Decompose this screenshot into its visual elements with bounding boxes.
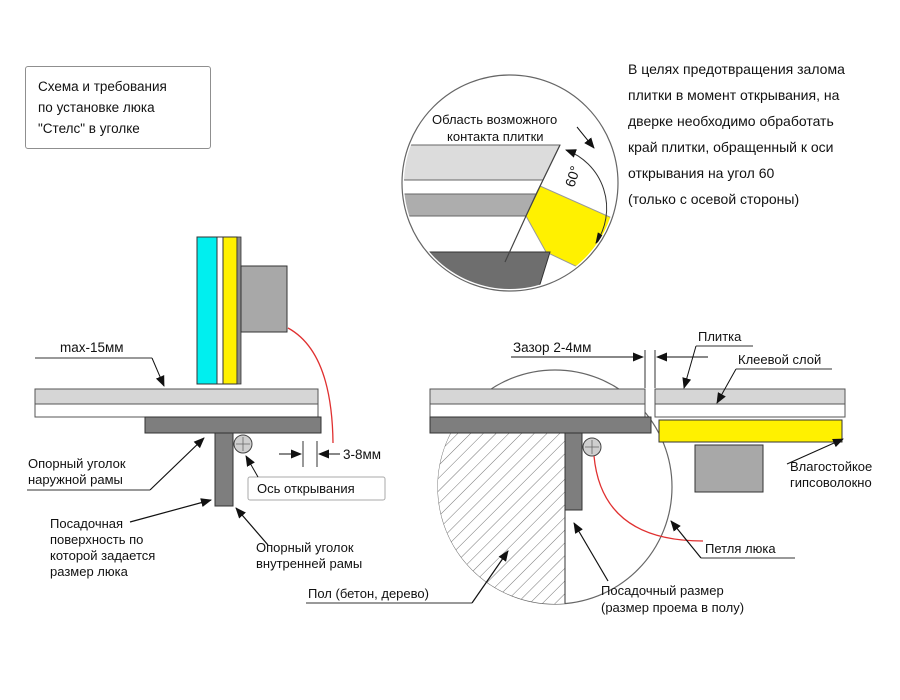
seat-surface-label-line4: размер люка: [50, 564, 129, 579]
outer-frame-angle-horizontal: [429, 416, 652, 434]
door-tile-band: [654, 388, 846, 405]
seat-size-label-line1: Посадочный размер: [601, 583, 724, 598]
detail-view: 60° Область возможного контакта плитки: [401, 74, 619, 292]
detail-angle-label: 60°: [562, 164, 584, 189]
detail-caption-line1: Область возможного: [432, 112, 557, 127]
detail-tile-layer: [404, 144, 561, 181]
seat-surface-label-line3: которой задается: [50, 548, 155, 563]
door-frame-edge-stripe: [236, 236, 242, 385]
tile-leader: [682, 345, 697, 389]
door-hinge-block: [240, 265, 288, 333]
seat-size-leader: [573, 522, 609, 582]
hinge-leader: [670, 520, 702, 559]
note-line: открывания на угол 60: [628, 165, 775, 181]
inner-angle-label-line1: Опорный уголок: [256, 540, 354, 555]
outer-angle-leader: [149, 437, 205, 491]
seat-surface-label-line1: Посадочная: [50, 516, 123, 531]
adhesive-leader: [716, 368, 737, 404]
note-line: край плитки, обращенный к оси: [628, 139, 834, 155]
detail-caption-line2: контакта плитки: [447, 129, 544, 144]
floor-adhesive-band: [429, 403, 646, 418]
hinge-pivot-cross: [585, 440, 599, 454]
inner-angle-label-line2: внутренней рамы: [256, 556, 362, 571]
outer-frame-angle-vertical: [564, 432, 583, 511]
title-line: Схема и требования: [38, 79, 167, 94]
door-gypsum-board: [658, 419, 843, 443]
gap-dimension-label: 3-8мм: [343, 447, 381, 462]
door-tile-stripe: [196, 236, 218, 385]
outer-frame-angle-vertical: [214, 432, 234, 507]
outer-angle-label-line2: наружной рамы: [28, 472, 123, 487]
note-line: (только с осевой стороны): [628, 191, 800, 207]
detail-gray-layer: [404, 193, 537, 217]
outer-frame-angle-horizontal: [144, 416, 322, 434]
detail-bevel-edge: [504, 144, 561, 263]
door-swing-arc: [287, 327, 334, 444]
title-box: Схема и требования по установке люка "Ст…: [25, 66, 211, 149]
door-swing-arc: [593, 455, 704, 542]
gypsum-label-line1: Влагостойкое: [790, 459, 872, 474]
hinge-pivot-cross: [236, 437, 250, 451]
detail-caption-leader: [576, 126, 595, 149]
max-offset-leader: [151, 357, 165, 387]
concrete-floor-hatch: [437, 433, 565, 604]
hinge-label: Петля люка: [705, 541, 776, 556]
note-line: дверке необходимо обработать: [628, 113, 834, 129]
title-line: "Стелс" в уголке: [38, 121, 140, 136]
axis-label-box: [247, 476, 386, 501]
right-section-view: Зазор 2-4мм Плитка Клеевой слой Влагосто…: [306, 329, 872, 615]
inner-angle-leader: [235, 507, 269, 546]
floor-adhesive-band: [34, 403, 319, 418]
door-adhesive-stripe: [216, 236, 224, 385]
outer-angle-label-line1: Опорный уголок: [28, 456, 126, 471]
floor-label: Пол (бетон, дерево): [308, 586, 429, 601]
axis-leader: [245, 455, 259, 478]
detail-angle-arc: [565, 149, 608, 244]
max-offset-label: max-15мм: [60, 340, 124, 355]
floor-tile-band: [429, 388, 646, 405]
left-section-view: 3-8мм Ось открывания max-15мм Опорный уг…: [27, 236, 386, 579]
floor-leader: [471, 550, 509, 604]
door-hinge-block: [694, 444, 764, 493]
requirement-note: В целях предотвращения залома плитки в м…: [628, 56, 896, 212]
door-gypsum-stripe: [222, 236, 238, 385]
adhesive-label: Клеевой слой: [738, 352, 821, 367]
note-line: В целях предотвращения залома: [628, 61, 845, 77]
gap-dimension-label: Зазор 2-4мм: [513, 340, 591, 355]
floor-tile-band: [34, 388, 319, 405]
title-line: по установке люка: [38, 100, 155, 115]
tile-label: Плитка: [698, 329, 742, 344]
seat-size-label-line2: (размер проема в полу): [601, 600, 744, 615]
seat-surface-label-line2: поверхность по: [50, 532, 143, 547]
axis-label: Ось открывания: [257, 481, 355, 496]
seat-surface-leader: [129, 498, 212, 523]
detail-adhesive-layer: [404, 179, 544, 195]
gypsum-leader: [786, 438, 844, 465]
gypsum-label-line2: гипсоволокно: [790, 475, 872, 490]
door-adhesive-band: [654, 403, 846, 418]
note-line: плитки в момент открывания, на: [628, 87, 840, 103]
